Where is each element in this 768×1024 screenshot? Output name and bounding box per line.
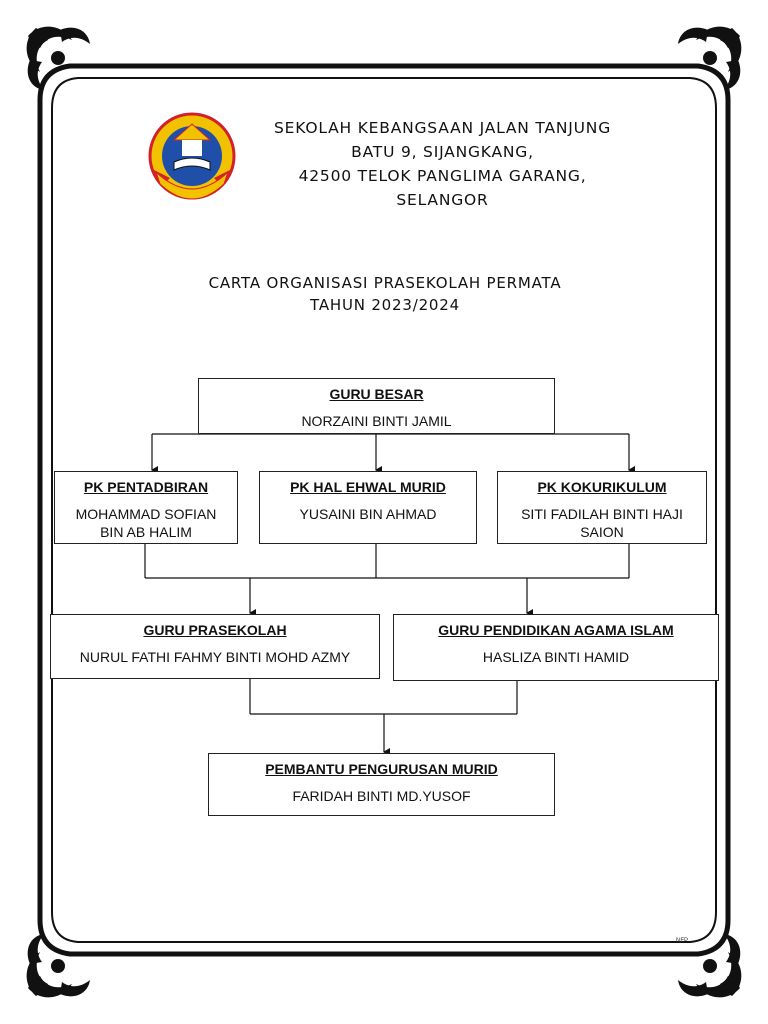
node-role: GURU BESAR xyxy=(329,386,424,402)
node-name: SITI FADILAH BINTI HAJI SAION xyxy=(521,506,683,540)
node-guru-pendidikan-agama-islam: GURU PENDIDIKAN AGAMA ISLAM HASLIZA BINT… xyxy=(393,614,719,681)
node-name: NURUL FATHI FAHMY BINTI MOHD AZMY xyxy=(79,649,351,665)
node-guru-prasekolah: GURU PRASEKOLAH NURUL FATHI FAHMY BINTI … xyxy=(50,614,380,679)
school-address: SEKOLAH KEBANGSAAN JALAN TANJUNG BATU 9,… xyxy=(250,116,635,212)
chart-title: CARTA ORGANISASI PRASEKOLAH PERMATA TAHU… xyxy=(170,272,600,316)
school-address-line-3: SELANGOR xyxy=(396,191,489,209)
corner-ornament-bottom-right xyxy=(678,934,742,998)
school-address-line-1: BATU 9, SIJANGKANG, xyxy=(351,143,534,161)
node-name: HASLIZA BINTI HAMID xyxy=(482,649,630,665)
node-name: FARIDAH BINTI MD.YUSOF xyxy=(292,788,471,804)
corner-ornament-bottom-left xyxy=(26,934,90,998)
node-role: PK KOKURIKULUM xyxy=(537,479,667,495)
school-address-line-2: 42500 TELOK PANGLIMA GARANG, xyxy=(298,167,587,185)
node-name: MOHAMMAD SOFIAN BIN AB HALIM xyxy=(75,506,217,540)
chart-title-line-2: TAHUN 2023/2024 xyxy=(310,296,460,314)
node-name: YUSAINI BIN AHMAD xyxy=(299,506,437,522)
node-pembantu-pengurusan-murid: PEMBANTU PENGURUSAN MURID FARIDAH BINTI … xyxy=(208,753,555,816)
corner-ornament-top-left xyxy=(26,26,90,90)
node-role: GURU PRASEKOLAH xyxy=(143,622,287,638)
node-pk-hal-ehwal-murid: PK HAL EHWAL MURID YUSAINI BIN AHMAD xyxy=(259,471,477,544)
node-pk-pentadbiran: PK PENTADBIRAN MOHAMMAD SOFIAN BIN AB HA… xyxy=(54,471,238,544)
chart-title-line-1: CARTA ORGANISASI PRASEKOLAH PERMATA xyxy=(208,274,562,292)
node-name: NORZAINI BINTI JAMIL xyxy=(301,413,452,429)
school-name: SEKOLAH KEBANGSAAN JALAN TANJUNG xyxy=(273,119,611,137)
footer-mark: NFP xyxy=(676,938,688,944)
corner-ornament-top-right xyxy=(678,26,742,90)
school-logo xyxy=(148,112,236,200)
node-guru-besar: GURU BESAR NORZAINI BINTI JAMIL xyxy=(198,378,555,434)
node-role: PK PENTADBIRAN xyxy=(83,479,209,495)
node-role: PK HAL EHWAL MURID xyxy=(290,479,446,495)
node-role: GURU PENDIDIKAN AGAMA ISLAM xyxy=(438,622,674,638)
node-pk-kokurikulum: PK KOKURIKULUM SITI FADILAH BINTI HAJI S… xyxy=(497,471,707,544)
node-role: PEMBANTU PENGURUSAN MURID xyxy=(265,761,498,777)
